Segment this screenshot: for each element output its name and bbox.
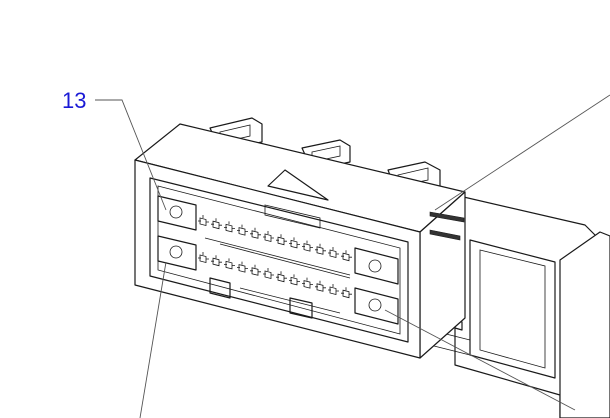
terminal-cavity	[276, 271, 287, 283]
terminal-cavity	[315, 280, 326, 292]
terminal-cavity	[263, 268, 274, 280]
terminal-cavity	[328, 247, 339, 259]
terminal-cavity	[198, 215, 209, 227]
terminal-cavity	[237, 261, 248, 273]
separator-rib	[264, 204, 321, 229]
terminal-cavity	[289, 237, 300, 249]
terminal-cavity	[341, 287, 352, 299]
terminal-cavity	[263, 231, 274, 243]
terminal-cavity	[276, 234, 287, 246]
terminal-cavity	[211, 218, 222, 230]
terminal-cavity	[315, 243, 326, 255]
callout-label-13: 13	[62, 88, 86, 113]
terminal-cavity	[250, 227, 261, 239]
terminal-cavity	[328, 284, 339, 296]
separator-rib	[219, 243, 351, 279]
terminal-cavity	[341, 250, 352, 262]
bottom-notches	[209, 277, 313, 319]
terminal-cavity	[198, 252, 209, 264]
arrow-marking	[267, 169, 329, 201]
terminal-cavity	[302, 277, 313, 289]
separator-rib	[204, 237, 351, 276]
corner-cavities	[157, 195, 399, 325]
terminal-cavity	[224, 258, 235, 270]
terminal-cavity	[237, 224, 248, 236]
rear-housing	[429, 194, 610, 418]
terminal-cavity	[224, 221, 235, 233]
leader-lines	[95, 94, 610, 418]
terminal-cavity	[250, 264, 261, 276]
terminal-cavity	[289, 274, 300, 286]
terminal-cavity	[211, 255, 222, 267]
terminal-cavity	[302, 240, 313, 252]
blade-contacts	[429, 211, 465, 241]
